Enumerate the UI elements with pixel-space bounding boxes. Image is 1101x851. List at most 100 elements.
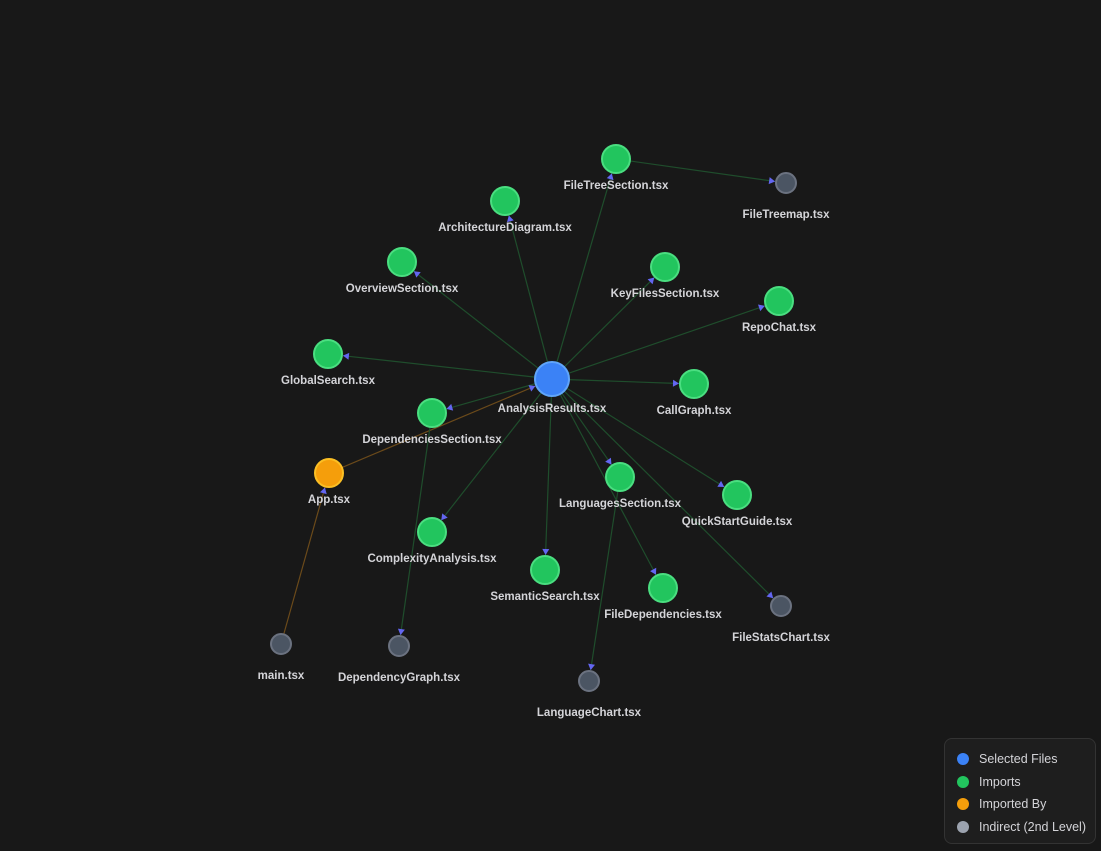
node-label: FileDependencies.tsx	[604, 609, 722, 621]
node-label: FileTreeSection.tsx	[564, 180, 669, 192]
graph-nodes: AnalysisResults.tsxFileTreeSection.tsxFi…	[258, 144, 831, 719]
node-circle-indirect[interactable]	[578, 670, 600, 692]
node-FileTreeSection[interactable]: FileTreeSection.tsx	[564, 144, 669, 192]
arrowhead-icon	[768, 177, 776, 185]
node-label: DependenciesSection.tsx	[362, 434, 502, 446]
arrowhead-icon	[650, 567, 657, 575]
edge-AnalysisResults-to-KeyFilesSection	[563, 277, 655, 368]
node-SemanticSearch[interactable]: SemanticSearch.tsx	[490, 555, 600, 603]
node-AnalysisResults[interactable]: AnalysisResults.tsx	[498, 361, 607, 415]
edge-AnalysisResults-to-OverviewSection	[413, 270, 539, 370]
node-circle-imports[interactable]	[605, 462, 635, 492]
arrowhead-icon	[506, 215, 514, 223]
legend-item-selected-files: Selected Files	[957, 748, 1095, 771]
legend-label: Imported By	[979, 797, 1047, 812]
edge-AnalysisResults-to-ComplexityAnalysis	[440, 392, 542, 521]
node-circle-indirect[interactable]	[770, 595, 792, 617]
node-RepoChat[interactable]: RepoChat.tsx	[742, 286, 817, 334]
node-App[interactable]: App.tsx	[308, 458, 351, 506]
node-label: ArchitectureDiagram.tsx	[438, 222, 572, 234]
node-FileTreemap[interactable]: FileTreemap.tsx	[743, 172, 831, 221]
node-circle-imports[interactable]	[417, 398, 447, 428]
node-circle-selected[interactable]	[534, 361, 570, 397]
node-label: LanguagesSection.tsx	[559, 498, 682, 510]
edge-AnalysisResults-to-RepoChat	[567, 305, 766, 375]
node-circle-indirect[interactable]	[388, 635, 410, 657]
node-circle-indirect[interactable]	[775, 172, 797, 194]
imported-by-dot-icon	[957, 798, 969, 811]
node-circle-imports[interactable]	[650, 252, 680, 282]
node-ComplexityAnalysis[interactable]: ComplexityAnalysis.tsx	[367, 517, 497, 565]
node-circle-imports[interactable]	[764, 286, 794, 316]
imports-dot-icon	[957, 775, 969, 788]
node-GlobalSearch[interactable]: GlobalSearch.tsx	[281, 339, 376, 387]
node-LanguagesSection[interactable]: LanguagesSection.tsx	[559, 462, 682, 510]
edge-AnalysisResults-to-ArchitectureDiagram	[508, 215, 549, 363]
legend-item-imports: Imports	[957, 771, 1095, 794]
edge-AnalysisResults-to-FileTreeSection	[556, 173, 613, 363]
node-circle-imports[interactable]	[313, 339, 343, 369]
legend-item-imported-by: Imported By	[957, 793, 1095, 816]
node-KeyFilesSection[interactable]: KeyFilesSection.tsx	[611, 252, 720, 300]
edge-AnalysisResults-to-FileStatsChart	[563, 390, 774, 599]
node-DependencyGraph[interactable]: DependencyGraph.tsx	[338, 635, 461, 684]
edge-AnalysisResults-to-DependenciesSection	[446, 383, 536, 410]
arrowhead-icon	[588, 663, 596, 671]
legend-label: Indirect (2nd Level)	[979, 819, 1087, 834]
edge-DependenciesSection-to-DependencyGraph	[399, 426, 431, 636]
node-circle-imports[interactable]	[679, 369, 709, 399]
edge-App-to-AnalysisResults	[341, 385, 536, 469]
node-label: LanguageChart.tsx	[537, 707, 642, 719]
edge-main-to-App	[283, 487, 326, 635]
arrowhead-icon	[717, 480, 725, 488]
arrowhead-icon	[397, 628, 405, 636]
node-circle-imports[interactable]	[490, 186, 520, 216]
node-circle-indirect[interactable]	[270, 633, 292, 655]
node-label: FileStatsChart.tsx	[732, 632, 830, 644]
node-FileStatsChart[interactable]: FileStatsChart.tsx	[732, 595, 830, 644]
edge-LanguagesSection-to-LanguageChart	[590, 490, 619, 671]
node-circle-imports[interactable]	[601, 144, 631, 174]
legend-label: Imports	[979, 774, 1021, 789]
edge-AnalysisResults-to-LanguagesSection	[561, 392, 612, 466]
node-label: DependencyGraph.tsx	[338, 672, 461, 684]
arrowhead-icon	[528, 385, 536, 392]
node-QuickStartGuide[interactable]: QuickStartGuide.tsx	[682, 480, 793, 528]
node-main[interactable]: main.tsx	[258, 633, 305, 682]
arrowhead-icon	[413, 271, 421, 278]
node-label: App.tsx	[308, 494, 351, 506]
edge-FileTreeSection-to-FileTreemap	[629, 160, 776, 183]
node-label: OverviewSection.tsx	[346, 283, 459, 295]
arrowhead-icon	[647, 277, 655, 285]
legend-item-indirect: Indirect (2nd Level)	[957, 816, 1095, 839]
node-label: GlobalSearch.tsx	[281, 375, 376, 387]
node-DependenciesSection[interactable]: DependenciesSection.tsx	[362, 398, 502, 446]
node-FileDependencies[interactable]: FileDependencies.tsx	[604, 573, 722, 621]
node-LanguageChart[interactable]: LanguageChart.tsx	[537, 670, 642, 719]
node-circle-imported_by[interactable]	[314, 458, 344, 488]
node-OverviewSection[interactable]: OverviewSection.tsx	[346, 247, 459, 295]
arrowhead-icon	[606, 173, 614, 181]
legend-label: Selected Files	[979, 752, 1058, 767]
node-circle-imports[interactable]	[648, 573, 678, 603]
node-circle-imports[interactable]	[530, 555, 560, 585]
node-label: QuickStartGuide.tsx	[682, 516, 793, 528]
arrowhead-icon	[672, 379, 680, 387]
node-label: RepoChat.tsx	[742, 322, 817, 334]
graph-legend: Selected Files Imports Imported By Indir…	[944, 738, 1096, 844]
node-label: main.tsx	[258, 670, 305, 682]
edge-AnalysisResults-to-QuickStartGuide	[566, 387, 725, 488]
arrowhead-icon	[758, 304, 765, 312]
node-circle-imports[interactable]	[417, 517, 447, 547]
node-circle-imports[interactable]	[387, 247, 417, 277]
arrowhead-icon	[441, 513, 448, 521]
node-ArchitectureDiagram[interactable]: ArchitectureDiagram.tsx	[438, 186, 572, 234]
node-circle-imports[interactable]	[722, 480, 752, 510]
selected-files-dot-icon	[957, 753, 969, 766]
arrowhead-icon	[542, 548, 550, 556]
node-label: SemanticSearch.tsx	[490, 591, 600, 603]
node-label: AnalysisResults.tsx	[498, 403, 607, 415]
edge-AnalysisResults-to-SemanticSearch	[544, 395, 552, 556]
node-CallGraph[interactable]: CallGraph.tsx	[657, 369, 732, 417]
